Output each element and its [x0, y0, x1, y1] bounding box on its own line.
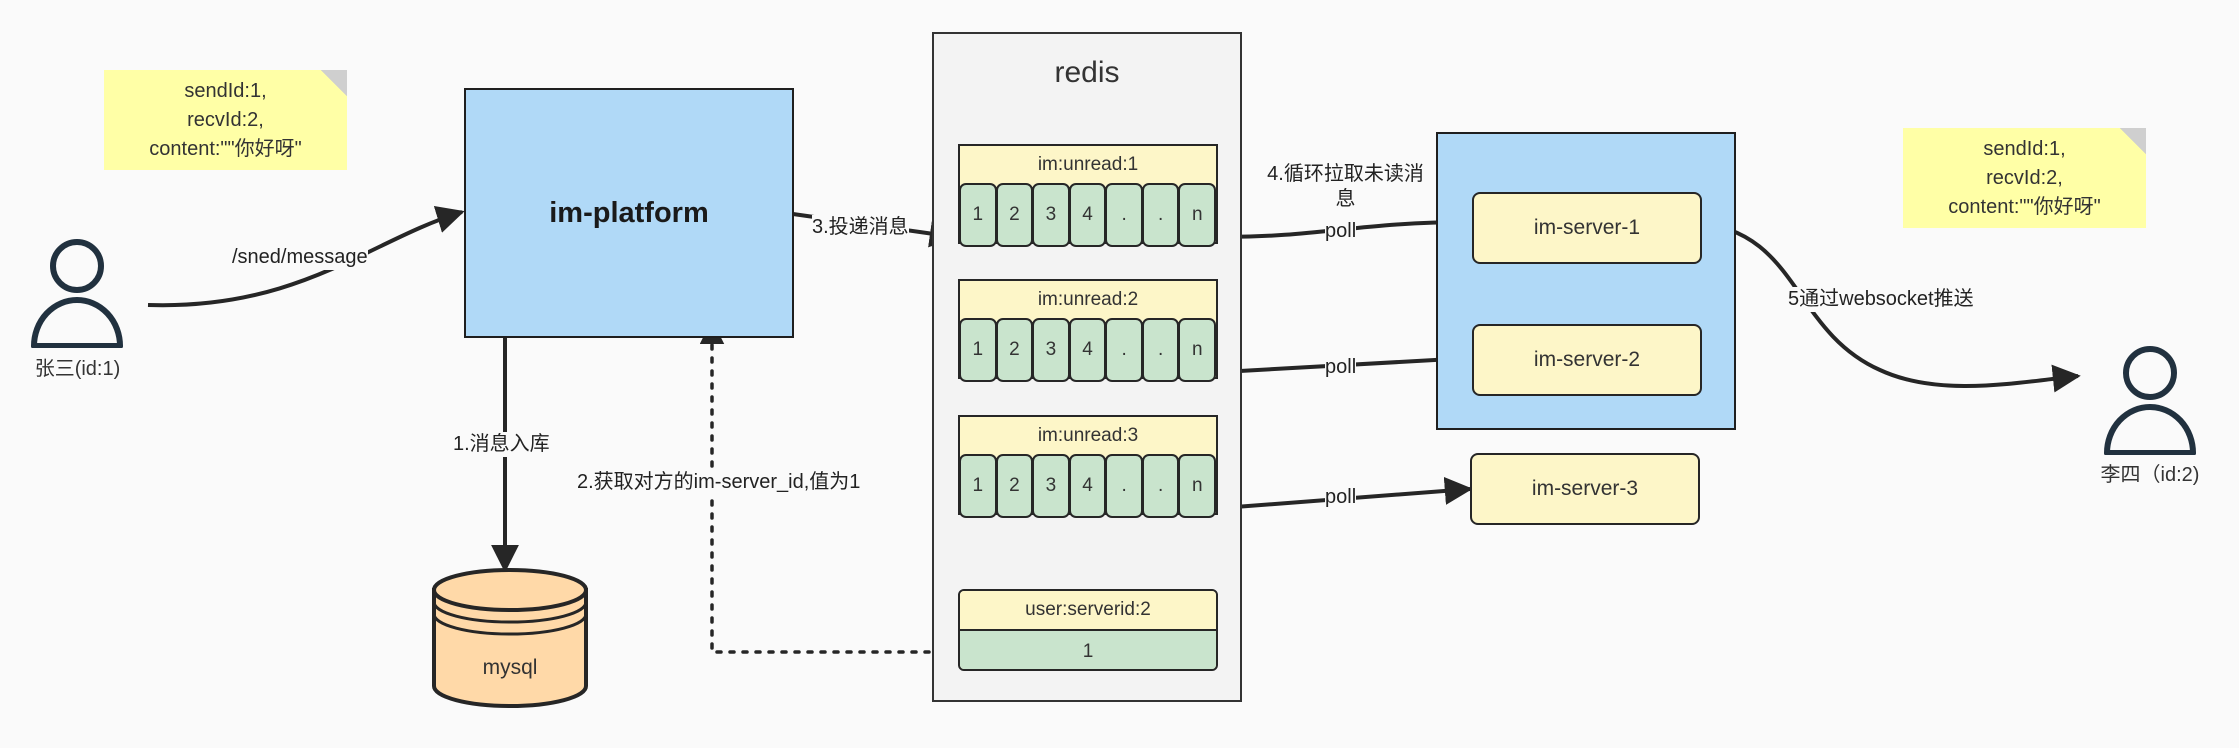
user-body-icon — [2104, 404, 2196, 456]
redis-key-label-1: im:unread:1 — [960, 146, 1216, 184]
sticky-note-right-text: sendId:1, recvId:2, content:""你好呀" — [1948, 137, 2101, 218]
actor-sender-label: 张三(id:1) — [34, 358, 121, 380]
im-server-3-label: im-server-3 — [1531, 477, 1639, 500]
im-server-1-box[interactable]: im-server-1 — [1472, 192, 1702, 264]
redis-list-cells-1: 1 2 3 4 . . n — [959, 183, 1217, 247]
redis-key-group-3[interactable]: im:unread:3 1 2 3 4 . . n — [958, 415, 1218, 518]
edge-label-step3: 3.投递消息 — [812, 215, 909, 240]
list-cell[interactable]: 4 — [1068, 454, 1107, 518]
edge-label-step4: 4.循环拉取未读消 息 — [1258, 162, 1433, 212]
mysql-label: mysql — [482, 656, 538, 679]
redis-key-group-serverid[interactable]: user:serverid:2 1 — [958, 589, 1218, 671]
redis-list-cells-2: 1 2 3 4 . . n — [959, 318, 1217, 382]
list-cell[interactable]: 4 — [1068, 183, 1107, 247]
im-platform-label: im-platform — [549, 196, 709, 229]
list-cell[interactable]: 1 — [959, 318, 997, 382]
list-cell[interactable]: . — [1105, 183, 1143, 247]
user-body-icon — [31, 297, 123, 349]
redis-container: redis im:unread:1 1 2 3 4 . . n im:unrea… — [932, 32, 1242, 702]
sticky-note-left: sendId:1, recvId:2, content:""你好呀" — [104, 70, 347, 170]
redis-list-cells-3: 1 2 3 4 . . n — [959, 454, 1217, 518]
edge-label-send-message: /sned/message — [232, 245, 368, 270]
list-cell[interactable]: 2 — [995, 318, 1034, 382]
list-cell[interactable]: 1 — [959, 183, 997, 247]
list-cell[interactable]: . — [1141, 454, 1180, 518]
list-cell[interactable]: n — [1178, 318, 1217, 382]
list-cell[interactable]: . — [1141, 318, 1180, 382]
edge-label-step1: 1.消息入库 — [453, 432, 550, 457]
im-platform-box[interactable]: im-platform — [464, 88, 794, 338]
sticky-note-left-text: sendId:1, recvId:2, content:""你好呀" — [149, 79, 302, 160]
im-servers-container: im-server-1 im-server-2 — [1436, 132, 1736, 430]
redis-key-label-serverid: user:serverid:2 — [960, 591, 1216, 629]
im-server-1-label: im-server-1 — [1533, 216, 1641, 239]
list-cell[interactable]: n — [1178, 183, 1217, 247]
list-cell[interactable]: 2 — [995, 454, 1034, 518]
list-cell[interactable]: . — [1105, 318, 1143, 382]
user-head-icon — [2123, 346, 2177, 400]
edge-label-poll-3: poll — [1325, 485, 1357, 510]
note-fold-icon — [321, 70, 347, 96]
redis-value-serverid: 1 — [960, 629, 1216, 669]
edge-label-poll-1: poll — [1325, 219, 1357, 244]
im-server-2-box[interactable]: im-server-2 — [1472, 324, 1702, 396]
avatar-receiver — [2095, 345, 2205, 456]
avatar-sender — [22, 238, 132, 349]
edge-label-poll-2: poll — [1325, 355, 1357, 380]
redis-key-group-1[interactable]: im:unread:1 1 2 3 4 . . n — [958, 144, 1218, 247]
list-cell[interactable]: 3 — [1032, 454, 1070, 518]
redis-key-label-2: im:unread:2 — [960, 281, 1216, 319]
mysql-database[interactable]: mysql — [430, 568, 590, 708]
im-server-2-label: im-server-2 — [1533, 348, 1641, 371]
list-cell[interactable]: 3 — [1032, 318, 1070, 382]
user-head-icon — [50, 239, 104, 293]
redis-title: redis — [1054, 56, 1120, 89]
edge-label-step5: 5通过websocket推送 — [1788, 287, 1974, 312]
list-cell[interactable]: . — [1141, 183, 1180, 247]
list-cell[interactable]: 4 — [1068, 318, 1107, 382]
edge-label-step2: 2.获取对方的im-server_id,值为1 — [577, 470, 861, 495]
actor-receiver-label: 李四（id:2) — [2100, 464, 2200, 486]
sticky-note-right: sendId:1, recvId:2, content:""你好呀" — [1903, 128, 2146, 228]
list-cell[interactable]: 1 — [959, 454, 997, 518]
list-cell[interactable]: 2 — [995, 183, 1034, 247]
redis-key-group-2[interactable]: im:unread:2 1 2 3 4 . . n — [958, 279, 1218, 382]
note-fold-icon — [2120, 128, 2146, 154]
redis-key-label-3: im:unread:3 — [960, 417, 1216, 455]
list-cell[interactable]: 3 — [1032, 183, 1070, 247]
list-cell[interactable]: . — [1105, 454, 1143, 518]
im-server-3-box[interactable]: im-server-3 — [1470, 453, 1700, 525]
list-cell[interactable]: n — [1178, 454, 1217, 518]
